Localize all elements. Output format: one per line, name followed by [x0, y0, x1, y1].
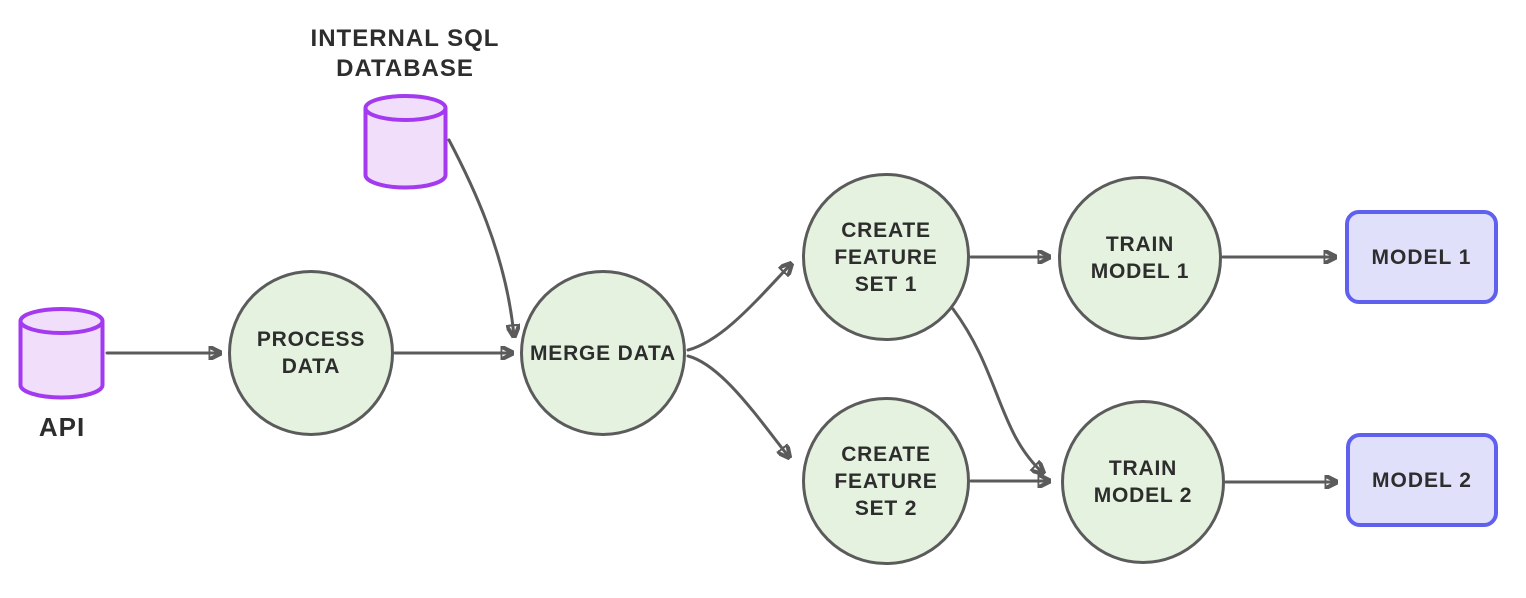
database-cylinder-icon — [363, 94, 448, 190]
merge-data-label: MERGE DATA — [529, 341, 677, 365]
edge-sql-database-to-merge-data — [447, 138, 514, 336]
process-data-node[interactable]: PROCESS DATA — [228, 270, 394, 436]
edge-merge-data-to-create-feature-set-1 — [686, 264, 791, 352]
api-label: API — [38, 412, 86, 442]
create-feature-set-1-node[interactable]: CREATE FEATURE SET 1 — [802, 173, 970, 341]
edge-create-feature-set-1-to-train-model-2 — [951, 307, 1043, 473]
train-model-1-node[interactable]: TRAIN MODEL 1 — [1058, 176, 1222, 340]
train-model-2-node[interactable]: TRAIN MODEL 2 — [1061, 400, 1225, 564]
train-model-2-label: TRAIN MODEL 2 — [1093, 457, 1193, 507]
model-2-node[interactable]: MODEL 2 — [1346, 433, 1498, 527]
api-node[interactable] — [18, 307, 105, 400]
create-feature-set-1-label: CREATE FEATURE SET 1 — [834, 218, 938, 296]
internal-sql-database-node[interactable] — [363, 94, 448, 190]
internal-sql-database-label: INTERNAL SQL DATABASE — [310, 25, 500, 82]
model-1-node[interactable]: MODEL 1 — [1345, 210, 1498, 304]
merge-data-node[interactable]: MERGE DATA — [520, 270, 686, 436]
create-feature-set-2-node[interactable]: CREATE FEATURE SET 2 — [802, 397, 970, 565]
process-data-label: PROCESS DATA — [256, 328, 366, 378]
create-feature-set-2-label: CREATE FEATURE SET 2 — [834, 442, 938, 520]
model-2-label: MODEL 2 — [1372, 468, 1472, 492]
database-cylinder-icon — [18, 307, 105, 400]
edge-merge-data-to-create-feature-set-2 — [686, 354, 789, 457]
train-model-1-label: TRAIN MODEL 1 — [1090, 233, 1190, 283]
model-1-label: MODEL 1 — [1371, 245, 1472, 269]
